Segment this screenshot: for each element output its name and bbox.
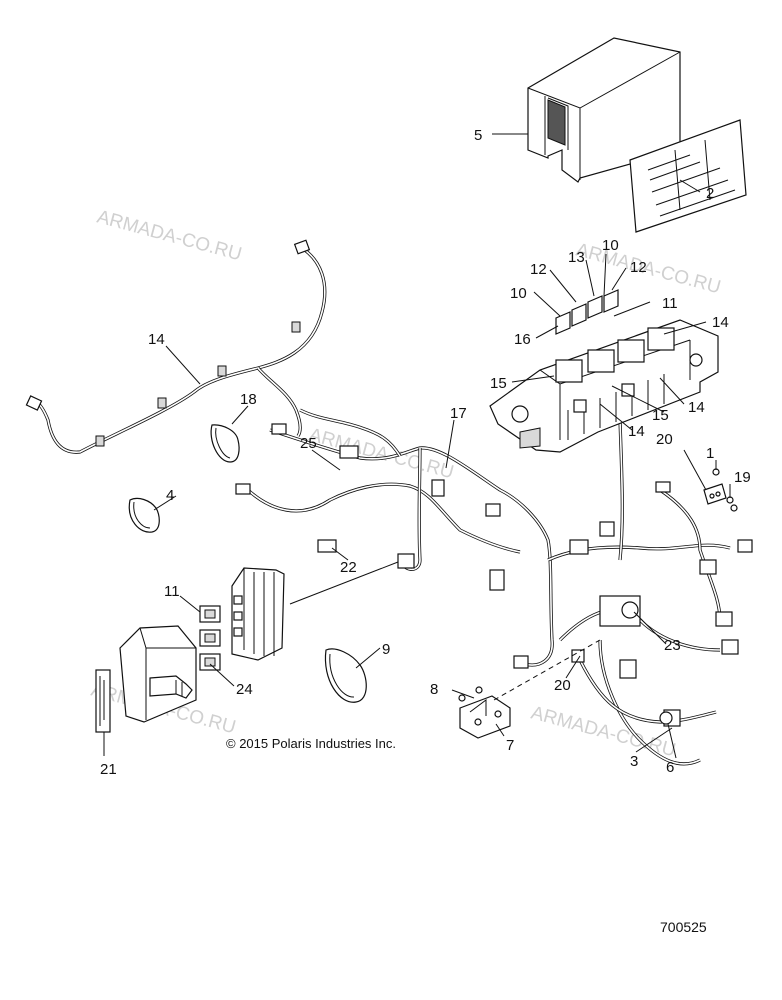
cable-tie-17 [210,424,240,463]
callout-2: 2 [706,185,714,202]
extension-harness [25,239,327,454]
callout-16: 16 [514,331,531,348]
callout-3: 21 [100,761,117,778]
copyright-notice: © 2015 Polaris Industries Inc. [226,736,396,751]
ground-terminal [703,468,738,512]
small-fuse-box [119,625,197,723]
callout-14: 14 [688,399,705,416]
callout-labels: 5 2 12 13 10 12 10 11 16 14 15 14 15 14 … [100,127,751,778]
callout-7: 20 [554,677,571,694]
callout-25: 19 [734,469,751,486]
fuse-box-label [629,119,747,233]
callout-21: 7 [506,737,514,754]
bracket-leader [493,639,601,701]
drawing-number: 700525 [660,919,707,935]
callout-4: 25 [300,435,317,452]
callout-11: 22 [340,559,357,576]
callout-6: 3 [630,753,638,770]
callout-10: 10 [510,285,527,302]
callout-15: 15 [490,375,507,392]
watermark: ARMADA-CO.RU [95,207,244,266]
small-fuse-label [95,669,111,733]
callout-20: 8 [430,681,438,698]
callout-26: 6 [666,759,674,776]
callout-18: 14 [148,331,165,348]
cable-tie-26 [659,711,673,725]
leader-lines [103,133,731,759]
callout-14: 14 [628,423,645,440]
callout-9: 11 [164,583,180,600]
callout-10: 10 [602,237,619,254]
fuse-box-cover [527,37,681,183]
callout-1: 17 [450,405,467,422]
callout-20: 1 [706,445,714,462]
fuse-block-module [231,567,285,661]
main-wiring-harness [235,408,753,766]
callout-13: 13 [568,249,585,266]
callout-19: 20 [656,431,673,448]
watermark: ARMADA-CO.RU [307,425,456,484]
callout-5: 5 [474,127,482,144]
callout-17: 18 [240,391,257,408]
callout-12: 12 [530,261,547,278]
callout-14: 14 [712,314,729,331]
callout-11: 11 [662,295,678,312]
callout-12: 12 [630,259,647,276]
callout-8: 24 [236,681,253,698]
fuse-relay-box [489,319,719,453]
cable-tie-22 [128,497,160,533]
cable-tie-23 [324,648,367,703]
callout-23: 9 [382,641,390,658]
callout-15: 15 [652,407,669,424]
mounting-bracket [458,686,511,739]
mini-fuses [199,605,221,671]
relay-fuse-group [555,289,619,335]
callout-24: 23 [664,637,681,654]
watermark: ARMADA-CO.RU [574,240,723,299]
callout-22: 4 [166,487,174,504]
